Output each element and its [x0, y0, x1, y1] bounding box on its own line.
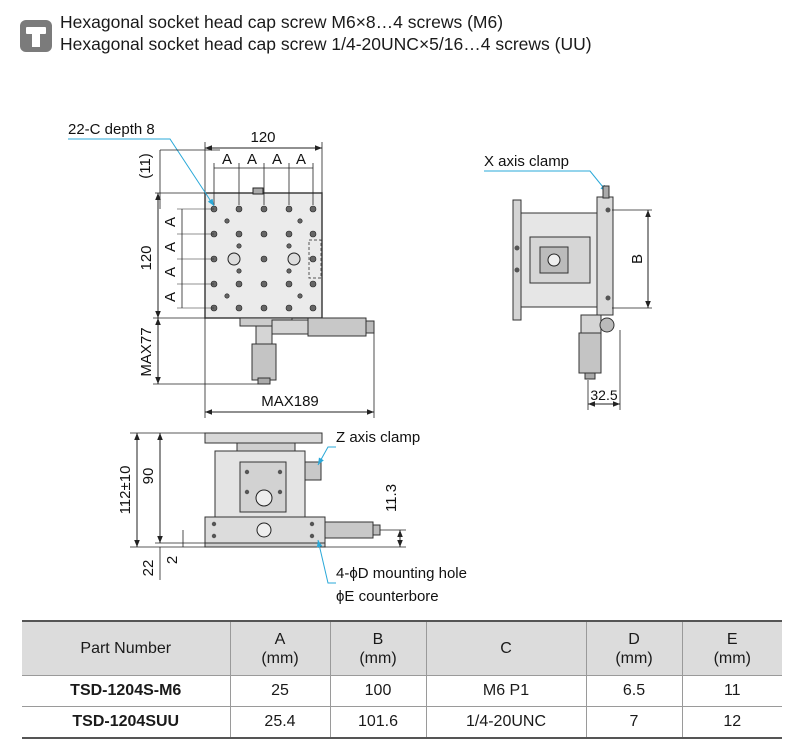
a-cell: 25: [229, 675, 331, 707]
side-offset-dim: 32.5: [590, 387, 617, 403]
table-header-row: Part Number A(mm) B(mm) C D(mm) E(mm): [22, 620, 782, 676]
screw-icon: [20, 20, 52, 52]
front-view: Z axis clamp 112±10 90 22 2 11.3 4-ϕD mo…: [117, 429, 467, 605]
b-cell: 100: [329, 675, 427, 707]
technical-drawing: 120 A A A A 22-C depth 8 (11) A A A A 12…: [68, 121, 652, 605]
mounting-hole-label: 4-ϕD mounting hole: [336, 565, 467, 582]
tapped-holes: [210, 205, 317, 312]
pitch-a-label: A: [162, 242, 179, 252]
knob-height-dim: 11.3: [383, 484, 400, 512]
top-offset-dim: (11): [137, 153, 154, 179]
tap-callout: 22-C depth 8: [68, 121, 155, 138]
d-cell: 6.5: [585, 675, 683, 707]
base-step-dim: 2: [164, 556, 181, 564]
e-cell: 11: [681, 675, 782, 707]
spec-table: Part Number A(mm) B(mm) C D(mm) E(mm) TS…: [22, 620, 782, 739]
base-dim: 22: [140, 560, 157, 577]
col-header-part-number: Part Number: [22, 620, 231, 676]
top-view: 120 A A A A 22-C depth 8 (11) A A A A 12…: [68, 121, 375, 418]
pitch-a-label: A: [247, 151, 257, 168]
screw-spec-uu: Hexagonal socket head cap screw 1/4-20UN…: [60, 34, 592, 54]
table-row: TSD-1204SUU 25.4 101.6 1/4-20UNC 7 12: [22, 706, 782, 739]
a-cell: 25.4: [229, 706, 331, 739]
col-header-e: E(mm): [681, 620, 782, 676]
col-header-b: B(mm): [329, 620, 427, 676]
top-width-dim: 120: [250, 129, 275, 146]
stage-height-dim: 90: [140, 468, 157, 485]
max-width-dim: MAX189: [261, 393, 319, 410]
c-cell: M6 P1: [425, 675, 587, 707]
side-view: X axis clamp B 32.5: [484, 153, 652, 410]
z-clamp-label: Z axis clamp: [336, 429, 420, 446]
pitch-a-label: A: [296, 151, 306, 168]
b-dim: B: [629, 254, 646, 264]
part-number-cell: TSD-1204S-M6: [22, 675, 231, 707]
max-depth-dim: MAX77: [138, 327, 155, 376]
e-cell: 12: [681, 706, 782, 739]
pitch-a-label: A: [222, 151, 232, 168]
pitch-a-label: A: [162, 217, 179, 227]
col-header-c: C: [425, 620, 587, 676]
d-cell: 7: [585, 706, 683, 739]
pitch-a-label: A: [272, 151, 282, 168]
pitch-a-label: A: [162, 292, 179, 302]
c-cell: 1/4-20UNC: [425, 706, 587, 739]
table-row: TSD-1204S-M6 25 100 M6 P1 6.5 11: [22, 675, 782, 707]
top-height-dim: 120: [138, 245, 155, 270]
b-cell: 101.6: [329, 706, 427, 739]
counterbore-label: ϕE counterbore: [336, 588, 439, 605]
screw-spec-m6: Hexagonal socket head cap screw M6×8…4 s…: [60, 12, 504, 32]
part-number-cell: TSD-1204SUU: [22, 706, 231, 739]
total-height-dim: 112±10: [117, 466, 134, 515]
col-header-d: D(mm): [585, 620, 683, 676]
pitch-a-label: A: [162, 267, 179, 277]
col-header-a: A(mm): [229, 620, 331, 676]
x-clamp-label: X axis clamp: [484, 153, 569, 170]
